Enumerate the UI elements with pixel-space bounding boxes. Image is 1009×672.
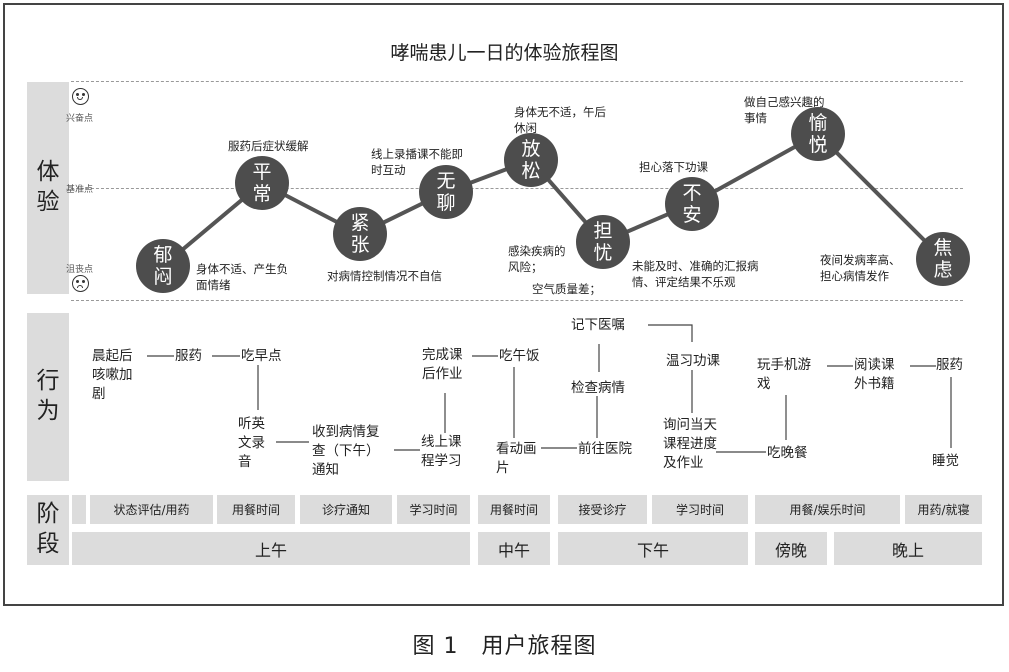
behavior-reading: 阅读课 外书籍 <box>854 357 895 392</box>
emotion-node-worried: 担忧 <box>576 215 630 269</box>
row-label-experience-text: 体 验 <box>36 159 60 215</box>
emotion-node-normal: 平常 <box>235 156 289 210</box>
emotion-note-bored: 线上录播课不能即 时互动 <box>371 147 463 177</box>
behavior-phone-games: 玩手机游 戏 <box>757 357 811 392</box>
behavior-go-hospital: 前往医院 <box>578 441 632 457</box>
behavior-recheck-notice: 收到病情复 查（下午） 通知 <box>312 424 380 478</box>
behavior-take-medicine-pm: 服药 <box>936 357 963 373</box>
level-label-base: 基准点 <box>66 185 94 195</box>
behavior-online-class: 线上课 程学习 <box>421 434 462 469</box>
emotion-note-anxious: 夜间发病率高、 担心病情发作 <box>820 253 901 283</box>
emotion-note-joyful: 做自己感兴趣的 事情 <box>744 95 825 125</box>
behavior-homework: 完成课 后作业 <box>422 347 463 382</box>
substage-treatment-notice: 诊疗通知 <box>300 495 392 524</box>
emotion-note-worried: 感染疾病的 风险； <box>508 244 566 274</box>
behavior-flow-lines <box>147 324 952 453</box>
substage-medicine-bedtime: 用药/就寝 <box>905 495 982 524</box>
row-label-behavior: 行 为 <box>27 313 69 481</box>
period-morning: 上午 <box>72 532 470 565</box>
behavior-ask-progress: 询问当天 课程进度 及作业 <box>663 417 717 471</box>
happy-face-icon <box>72 88 89 105</box>
level-line-low <box>71 300 963 301</box>
row-label-stage-text: 阶 段 <box>36 501 60 557</box>
period-evening: 晚上 <box>834 532 982 565</box>
substage-dinner-leisure: 用餐/娱乐时间 <box>755 495 900 524</box>
behavior-cartoons: 看动画 片 <box>496 441 537 476</box>
figure-caption: 图 1 用户旅程图 <box>412 634 597 659</box>
behavior-english-audio: 听英 文录 音 <box>238 416 265 470</box>
behavior-lunch: 吃午饭 <box>499 348 540 364</box>
behavior-sleep: 睡觉 <box>932 453 959 469</box>
behavior-wake-cough: 晨起后 咳嗽加 剧 <box>92 348 133 402</box>
level-line-high <box>71 81 963 82</box>
period-afternoon: 下午 <box>558 532 748 565</box>
emotion-note-nervous: 对病情控制情况不自信 <box>327 269 442 283</box>
behavior-examination: 检查病情 <box>571 380 625 396</box>
emotion-node-relaxed: 放松 <box>504 133 558 187</box>
emotion-node-bored: 无聊 <box>419 165 473 219</box>
behavior-review: 温习功课 <box>666 353 720 369</box>
behavior-breakfast: 吃早点 <box>241 348 282 364</box>
level-line-base <box>71 188 963 189</box>
emotion-note-uneasy-2: 未能及时、准确的汇报病 情、评定结果不乐观 <box>632 259 759 289</box>
substage-breakfast-time: 用餐时间 <box>217 495 295 524</box>
substage-study-am: 学习时间 <box>397 495 470 524</box>
emotion-node-anxious: 焦虑 <box>916 232 970 286</box>
row-label-experience: 体 验 <box>27 82 69 294</box>
emotion-node-nervous: 紧张 <box>333 207 387 261</box>
level-label-low: 沮丧点 <box>66 265 94 275</box>
behavior-take-medicine-am: 服药 <box>175 348 202 364</box>
period-noon: 中午 <box>478 532 550 565</box>
substage-leading-cell <box>72 495 86 524</box>
emotion-note-worried-2: 空气质量差； <box>532 282 601 296</box>
emotion-node-joyful: 愉悦 <box>791 107 845 161</box>
behavior-doctor-advice: 记下医嘱 <box>571 317 625 333</box>
emotion-note-relaxed: 身体无不适，午后 休闲 <box>514 105 606 135</box>
substage-study-pm: 学习时间 <box>652 495 748 524</box>
substage-status-medication: 状态评估/用药 <box>90 495 213 524</box>
emotion-note-normal: 服药后症状缓解 <box>228 139 309 153</box>
substage-lunch-time: 用餐时间 <box>478 495 550 524</box>
sad-face-icon <box>72 275 89 292</box>
behavior-dinner: 吃晚餐 <box>767 445 808 461</box>
emotion-note-depressed: 身体不适、产生负 面情绪 <box>196 262 288 292</box>
substage-treatment: 接受诊疗 <box>558 495 647 524</box>
period-dusk: 傍晚 <box>755 532 827 565</box>
emotion-note-uneasy: 担心落下功课 <box>639 160 708 174</box>
level-label-high: 兴奋点 <box>66 114 94 124</box>
row-label-behavior-text: 行 为 <box>36 368 60 424</box>
emotion-node-depressed: 郁闷 <box>136 239 190 293</box>
emotion-node-uneasy: 不安 <box>665 177 719 231</box>
row-label-stage: 阶 段 <box>27 495 69 565</box>
diagram-title: 哮喘患儿一日的体验旅程图 <box>390 42 619 64</box>
